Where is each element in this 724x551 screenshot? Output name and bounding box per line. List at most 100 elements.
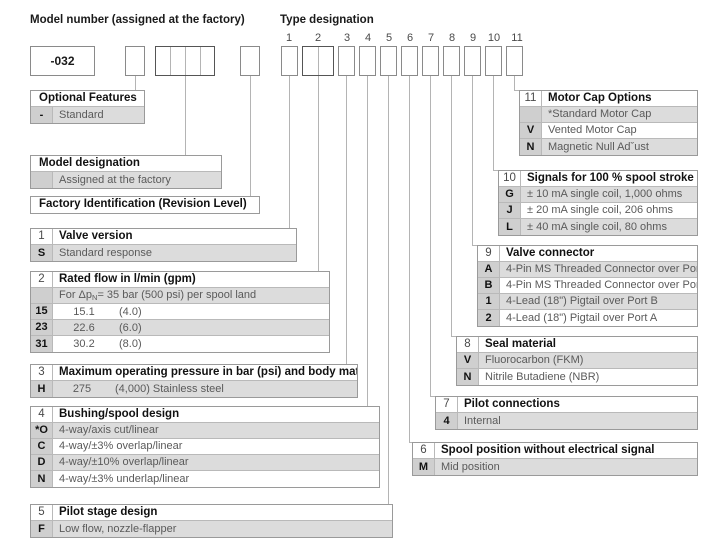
row-key: D	[31, 455, 53, 470]
row-key: 23	[31, 320, 53, 335]
table-valve-version: 1 Valve version S Standard response	[30, 228, 297, 262]
table-row[interactable]: *Standard Motor Cap	[520, 107, 697, 123]
row-key: A	[478, 262, 500, 277]
section-number: 8	[457, 337, 479, 352]
column-number-9: 9	[469, 32, 477, 44]
factory-identification-box[interactable]	[240, 46, 260, 76]
row-label: 4-Pin MS Threaded Connector over Port A	[506, 263, 697, 275]
model-prefix-box[interactable]: -032	[30, 46, 95, 76]
type-box-10[interactable]	[485, 46, 502, 76]
table-row[interactable]: - Standard	[31, 107, 144, 123]
table-row[interactable]: D 4-way/±10% overlap/linear	[31, 455, 379, 471]
table-header-row: 8 Seal material	[457, 337, 697, 353]
row-metric: 30.2	[73, 338, 95, 350]
row-key: C	[31, 439, 53, 454]
row-label: *Standard Motor Cap	[548, 108, 652, 120]
row-key	[31, 288, 53, 303]
row-label: Assigned at the factory	[59, 173, 171, 186]
type-box-11[interactable]	[506, 46, 523, 76]
table-valve-connector: 9 Valve connector A 4-Pin MS Threaded Co…	[477, 245, 698, 327]
section-number: 2	[31, 272, 53, 287]
table-row[interactable]: C 4-way/±3% overlap/linear	[31, 439, 379, 455]
table-row[interactable]: 23 22.6 (6.0)	[31, 320, 329, 336]
table-row[interactable]: N 4-way/±3% underlap/linear	[31, 471, 379, 487]
table-header-row: 9 Valve connector	[478, 246, 697, 262]
row-label: Standard response	[59, 246, 152, 259]
table-row[interactable]: G ± 10 mA single coil, 1,000 ohms	[499, 187, 697, 203]
table-optional-features: Optional Features - Standard	[30, 90, 145, 124]
table-row[interactable]: F Low flow, nozzle-flapper	[31, 521, 392, 537]
row-label: ± 20 mA single coil, 206 ohms	[527, 204, 674, 216]
section-number: 4	[31, 407, 53, 422]
row-label: Low flow, nozzle-flapper	[59, 522, 177, 535]
row-key: J	[499, 203, 521, 218]
row-label: Mid position	[441, 460, 500, 473]
table-row[interactable]: 15 15.1 (4.0)	[31, 304, 329, 320]
type-box-1[interactable]	[281, 46, 298, 76]
table-header-row: 7 Pilot connections	[436, 397, 697, 413]
row-imperial: (4.0)	[119, 305, 142, 318]
table-row[interactable]: S Standard response	[31, 245, 296, 261]
row-label: ± 10 mA single coil, 1,000 ohms	[527, 188, 683, 200]
section-number: 7	[436, 397, 458, 412]
row-key: H	[31, 381, 53, 397]
table-row[interactable]: A 4-Pin MS Threaded Connector over Port …	[478, 262, 697, 278]
table-header-row: 4 Bushing/spool design	[31, 407, 379, 423]
table-row[interactable]: 4 Internal	[436, 413, 697, 429]
table-row[interactable]: N Magnetic Null Adˇust	[520, 139, 697, 155]
column-number-3: 3	[343, 32, 351, 44]
row-key: 31	[31, 336, 53, 352]
table-row[interactable]: B 4-Pin MS Threaded Connector over Port …	[478, 278, 697, 294]
table-row[interactable]: M Mid position	[413, 459, 697, 475]
column-number-7: 7	[427, 32, 435, 44]
type-box-3[interactable]	[338, 46, 355, 76]
table-row[interactable]: L ± 40 mA single coil, 80 ohms	[499, 219, 697, 235]
type-box-6[interactable]	[401, 46, 418, 76]
row-key	[31, 172, 53, 188]
motor-cap-title: Motor Cap Options	[548, 91, 652, 104]
type-box-4[interactable]	[359, 46, 376, 76]
spool-position-title: Spool position without electrical signal	[441, 443, 655, 456]
table-header-row: 6 Spool position without electrical sign…	[413, 443, 697, 459]
table-max-pressure: 3 Maximum operating pressure in bar (psi…	[30, 364, 358, 398]
table-row[interactable]: 1 4-Lead (18") Pigtail over Port B	[478, 294, 697, 310]
row-label: 4-way/axis cut/linear	[59, 424, 159, 436]
row-key: S	[31, 245, 53, 261]
signals-title: Signals for 100 % spool stroke	[527, 171, 694, 184]
table-row[interactable]: V Vented Motor Cap	[520, 123, 697, 139]
type-box-7[interactable]	[422, 46, 439, 76]
table-motor-cap: 11 Motor Cap Options *Standard Motor Cap…	[519, 90, 698, 156]
table-row[interactable]: 2 4-Lead (18") Pigtail over Port A	[478, 310, 697, 326]
model-designation-title: Model designation	[39, 156, 140, 169]
row-key: N	[457, 369, 479, 385]
table-row[interactable]: Assigned at the factory	[31, 172, 221, 188]
row-label: 4-Lead (18") Pigtail over Port B	[506, 295, 658, 307]
table-row[interactable]: J ± 20 mA single coil, 206 ohms	[499, 203, 697, 219]
row-label: Internal	[464, 414, 501, 427]
table-pilot-stage: 5 Pilot stage design F Low flow, nozzle-…	[30, 504, 393, 538]
row-key: B	[478, 278, 500, 293]
table-row[interactable]: H 275 (4,000) Stainless steel	[31, 381, 357, 397]
pilot-stage-title: Pilot stage design	[59, 505, 158, 518]
column-number-10: 10	[487, 32, 501, 44]
row-imperial: (6.0)	[119, 321, 142, 334]
row-key: M	[413, 459, 435, 475]
row-key: F	[31, 521, 53, 537]
max-pressure-title: Maximum operating pressure in bar (psi) …	[59, 365, 357, 378]
bushing-spool-title: Bushing/spool design	[59, 407, 180, 420]
optional-features-box[interactable]	[125, 46, 145, 76]
table-row[interactable]: 31 30.2 (8.0)	[31, 336, 329, 352]
type-box-8[interactable]	[443, 46, 460, 76]
table-row[interactable]: *O 4-way/axis cut/linear	[31, 423, 379, 439]
row-key: 15	[31, 304, 53, 319]
table-header-row: Optional Features	[31, 91, 144, 107]
type-box-9[interactable]	[464, 46, 481, 76]
optional-features-title: Optional Features	[39, 91, 137, 104]
table-row[interactable]: V Fluorocarbon (FKM)	[457, 353, 697, 369]
type-box-5[interactable]	[380, 46, 397, 76]
table-row[interactable]: N Nitrile Butadiene (NBR)	[457, 369, 697, 385]
table-signals: 10 Signals for 100 % spool stroke G ± 10…	[498, 170, 698, 236]
